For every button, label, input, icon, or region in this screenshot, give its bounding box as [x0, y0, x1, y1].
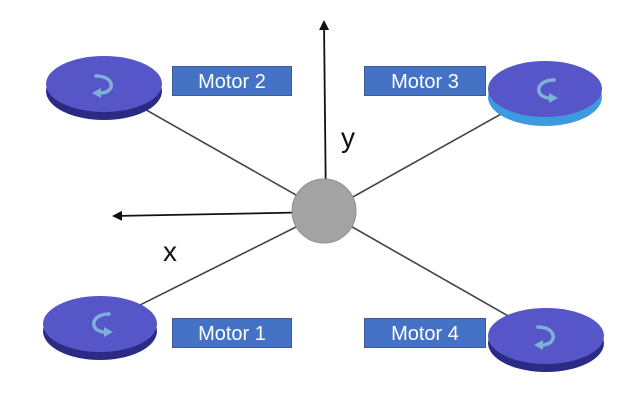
motor-3-arrowhead-icon	[549, 93, 558, 103]
motor-1-top	[43, 296, 157, 352]
center-hub	[291, 178, 357, 244]
motor-4-rotor	[488, 308, 604, 372]
x-axis-label: x	[163, 236, 177, 267]
motor-4-label: Motor 4	[364, 318, 486, 348]
y-axis-label: y	[341, 122, 355, 153]
motor-2-arrowhead-icon	[92, 88, 101, 98]
motor-1-rotor	[43, 296, 157, 360]
motor-1-rotation-arrow-icon	[92, 312, 111, 334]
motor-3-rotation-arrow-icon	[537, 78, 556, 100]
motor-4-arrowhead-icon	[534, 340, 543, 350]
motor-2-top	[46, 56, 162, 112]
motor-3-top	[488, 61, 602, 117]
motor-3-label: Motor 3	[364, 66, 486, 96]
motor-2-rotation-arrow-icon	[94, 74, 113, 95]
motor-4-rotation-arrow-icon	[536, 325, 555, 347]
motor-4-top	[488, 308, 604, 364]
motor-3-rotor	[488, 61, 602, 126]
x-axis-arrow	[112, 210, 327, 221]
motor-2-rotor	[46, 56, 162, 120]
motor-2-label: Motor 2	[172, 66, 292, 96]
motor-1-label: Motor 1	[172, 318, 292, 348]
motor-1-arrowhead-icon	[104, 327, 113, 337]
